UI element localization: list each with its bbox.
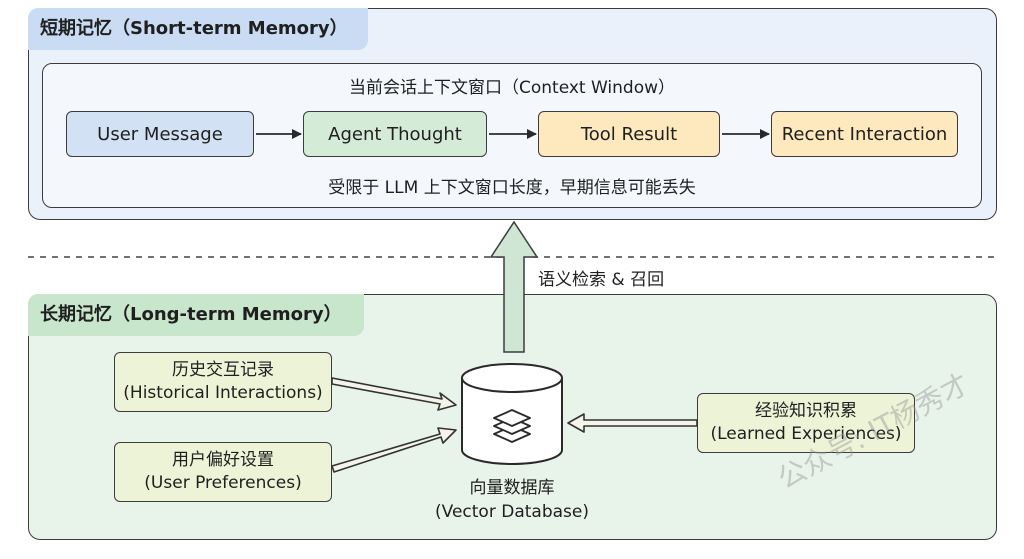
- layers-icon: [493, 409, 531, 443]
- source-label-zh: 用户偏好设置: [172, 450, 274, 470]
- node-user-message: User Message: [66, 111, 254, 157]
- source-label-zh: 历史交互记录: [172, 360, 274, 380]
- source-user-preferences: 用户偏好设置 (User Preferences): [114, 442, 332, 502]
- source-label-en: (Learned Experiences): [710, 424, 902, 444]
- short-term-title: 短期记忆（Short-term Memory）: [28, 8, 368, 50]
- arrow-preferences-to-db: [331, 427, 457, 473]
- context-window-title: 当前会话上下文窗口（Context Window）: [348, 78, 676, 98]
- node-agent-thought: Agent Thought: [303, 111, 487, 157]
- source-label-zh: 经验知识积累: [755, 401, 857, 421]
- source-historical-interactions: 历史交互记录 (Historical Interactions): [114, 352, 332, 412]
- source-label-en: (User Preferences): [144, 473, 302, 493]
- database-label-zh: 向量数据库: [469, 478, 555, 498]
- retrieval-arrow: [489, 220, 539, 353]
- node-recent-interaction: Recent Interaction: [771, 111, 958, 157]
- source-learned-experiences: 经验知识积累 (Learned Experiences): [697, 393, 915, 453]
- context-window-note: 受限于 LLM 上下文窗口长度，早期信息可能丢失: [328, 178, 696, 198]
- database-label-en: (Vector Database): [435, 502, 589, 522]
- retrieval-label: 语义检索 & 召回: [538, 270, 665, 290]
- node-tool-result: Tool Result: [538, 111, 720, 157]
- long-term-title: 长期记忆（Long-term Memory）: [28, 294, 364, 336]
- vector-database-label: 向量数据库 (Vector Database): [412, 476, 612, 524]
- arrow-experiences-to-db: [567, 413, 698, 433]
- source-label-en: (Historical Interactions): [123, 383, 323, 403]
- arrow-history-to-db: [331, 377, 457, 411]
